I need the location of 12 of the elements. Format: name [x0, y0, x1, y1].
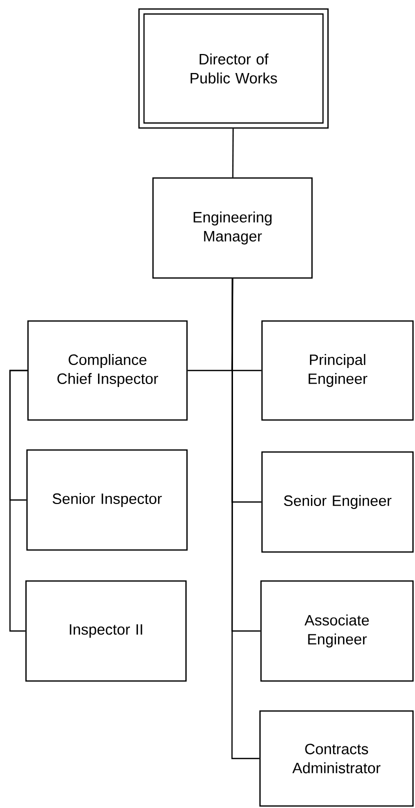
title-box: Director of Public Works	[138, 8, 329, 129]
position-box: Associate Engineer	[260, 580, 414, 682]
connector	[232, 128, 234, 178]
connector	[231, 278, 260, 760]
position-box: Inspector II	[25, 580, 187, 682]
position-box: Senior Engineer	[261, 451, 414, 553]
position-box: Senior Inspector	[26, 449, 188, 551]
position-box: Contracts Administrator	[259, 710, 414, 807]
position-box: Principal Engineer	[261, 320, 414, 421]
position-box: Engineering Manager	[152, 177, 313, 279]
connector	[9, 370, 28, 632]
position-box: Compliance Chief Inspector	[27, 320, 188, 421]
